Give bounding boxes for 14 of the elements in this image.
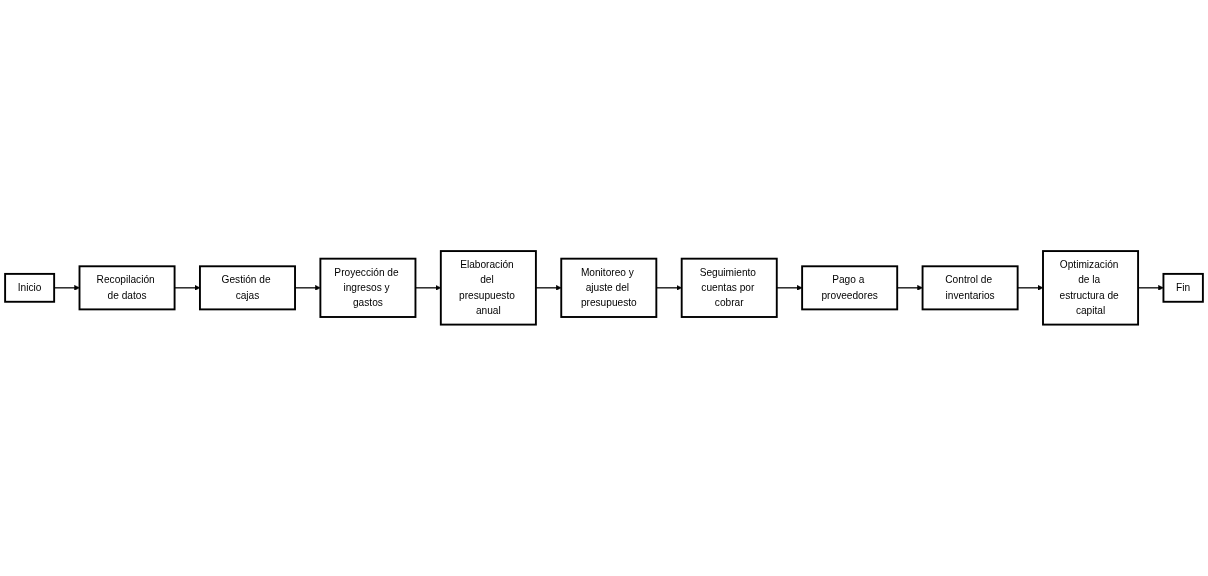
node-box: Recopilación de datos <box>78 265 176 311</box>
node-box: Control de inventarios <box>921 265 1019 311</box>
node-box: Elaboración del presupuesto anual <box>439 250 537 326</box>
arrow <box>776 285 803 291</box>
node-box: Optimización de la estructura de capital <box>1042 250 1140 326</box>
arrow <box>535 285 562 291</box>
node-box: Seguimiento cuentas por cobrar <box>680 257 778 319</box>
node-box: Proyección de ingresos y gastos <box>319 257 417 319</box>
node-box: Fin <box>1162 273 1204 303</box>
node-box: Gestión de cajas <box>199 265 296 311</box>
node-box: Pago a proveedores <box>801 265 899 311</box>
node-box: Monitoreo y ajuste del presupuesto <box>560 257 658 319</box>
arrow <box>1017 285 1044 291</box>
node-box: Inicio <box>4 273 56 303</box>
